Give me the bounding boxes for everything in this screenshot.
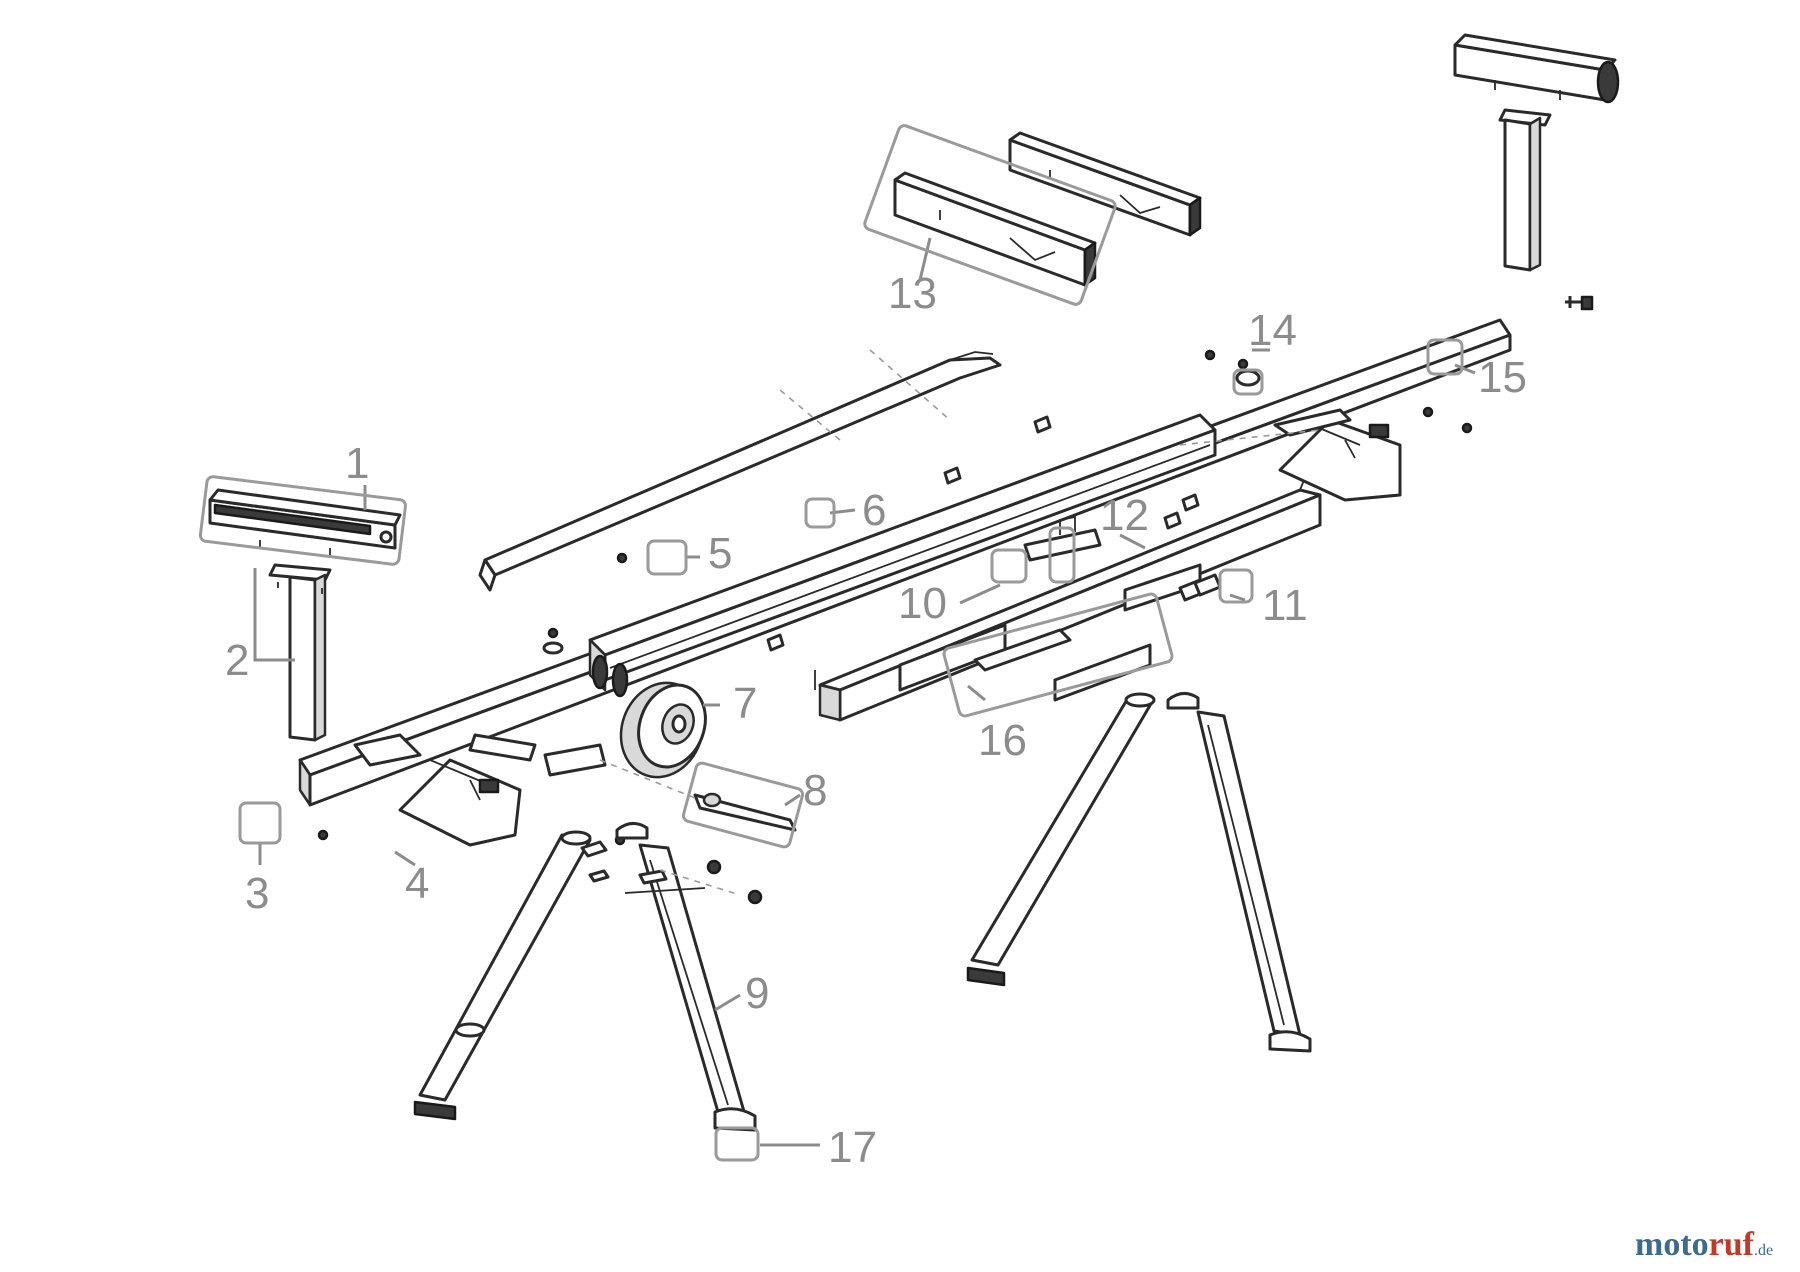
rear-right-leg-a: [966, 692, 1156, 987]
callout-12: 12: [1100, 491, 1149, 540]
svg-text:motoruf.de: motoruf.de: [1635, 1226, 1773, 1263]
callout-labels: 1 2 3 4 5 6 7 8 9 10 11 12 13 14 15 16 1…: [225, 269, 1527, 1172]
callout-17: 17: [828, 1123, 877, 1172]
left-end-roller: [208, 488, 402, 556]
callout-boxes: [198, 124, 1464, 1162]
small-hardware: [317, 349, 1473, 905]
callout-13: 13: [888, 269, 937, 318]
right-mount-bracket: [1273, 408, 1402, 502]
right-end-roller-support: [1453, 33, 1620, 311]
front-left-leg-a: [413, 830, 592, 1121]
callout-7: 7: [733, 679, 757, 728]
callout-5: 5: [708, 529, 732, 578]
rail-piece-rear: [1008, 131, 1202, 237]
left-support-post: [268, 563, 332, 742]
rail-piece-front: [893, 171, 1097, 287]
left-mount-bracket: [353, 733, 537, 847]
tray-parts: [898, 515, 1222, 702]
callout-6: 6: [862, 486, 886, 535]
watermark-part-b: ruf: [1709, 1226, 1755, 1263]
watermark-part-c: .de: [1754, 1242, 1773, 1259]
callout-1: 1: [345, 439, 369, 488]
watermark-logo: motoruf.de: [1635, 1226, 1773, 1263]
callout-16: 16: [978, 716, 1027, 765]
callout-8: 8: [803, 766, 827, 815]
callout-11: 11: [1262, 581, 1308, 630]
callout-9: 9: [745, 969, 769, 1018]
leader-lines: [253, 237, 1476, 1147]
wheel: [619, 681, 707, 779]
callout-14: 14: [1248, 306, 1297, 355]
callout-3: 3: [245, 869, 269, 918]
watermark-part-a: moto: [1635, 1226, 1709, 1263]
callout-4: 4: [405, 859, 429, 908]
main-aluminium-profile: [588, 413, 1217, 698]
callout-10: 10: [898, 579, 947, 628]
front-left-leg-b: [638, 843, 757, 1132]
callout-15: 15: [1478, 353, 1527, 402]
upper-long-bracket: [478, 351, 1002, 592]
callout-2: 2: [225, 636, 249, 685]
rear-right-leg-b: [1166, 692, 1312, 1053]
link-plate: [543, 743, 797, 832]
